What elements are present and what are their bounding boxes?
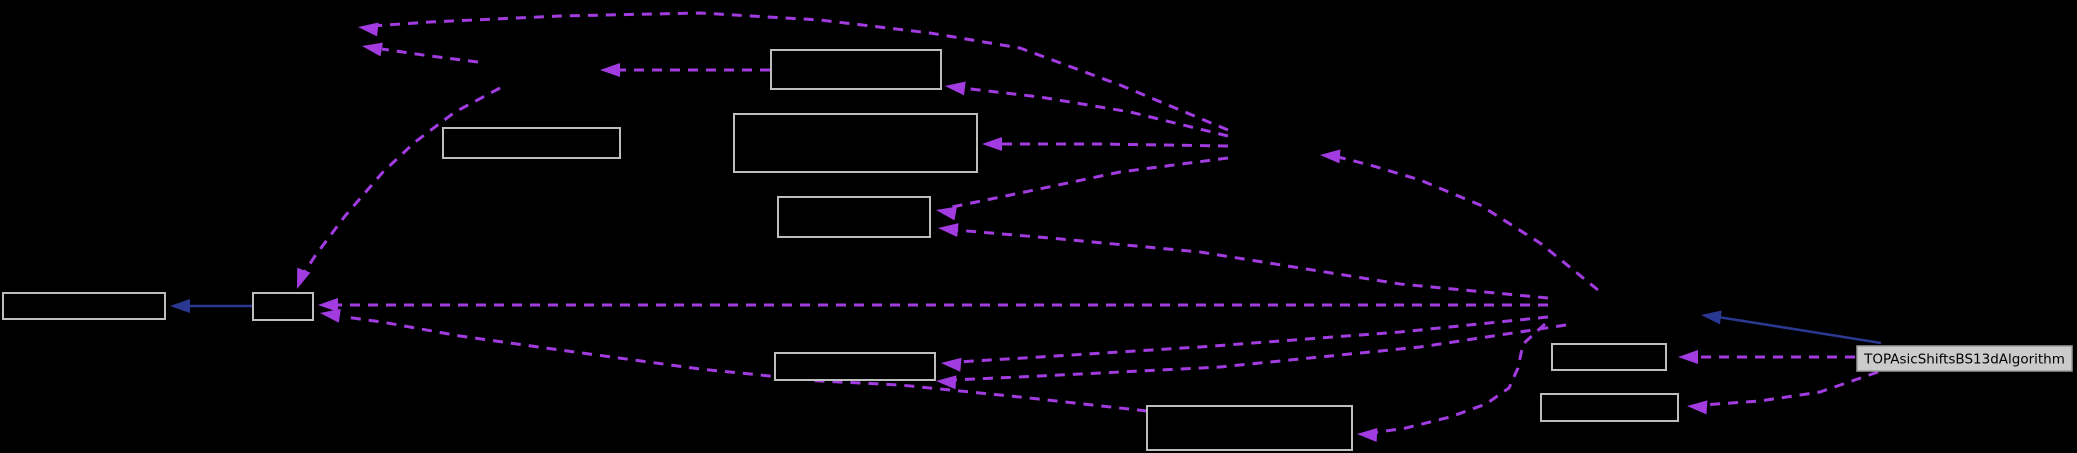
arrowhead-icon: [1357, 428, 1378, 443]
edge-hidden-b-to-n4: [938, 223, 1549, 300]
class-node-bottom-center[interactable]: [1146, 405, 1353, 451]
class-node-small-left[interactable]: [252, 292, 314, 321]
arrowhead-icon: [170, 299, 190, 313]
edge-hidden-b-to-hidden-a: [1320, 149, 1599, 292]
edge-n6-to-n5: [170, 299, 252, 313]
edge-n8-to-n6: [320, 308, 1148, 413]
edge-hidden-a-to-n1: [945, 81, 1229, 138]
edge-hidden-b-to-n7: [936, 323, 1567, 390]
class-node-lower-center[interactable]: [774, 352, 936, 381]
edge-hidden-d-to-hidden-c: [362, 42, 479, 64]
arrowhead-icon: [982, 137, 1002, 151]
arrowhead-icon: [1678, 350, 1698, 364]
class-node-center-large[interactable]: [733, 113, 978, 173]
arrowhead-icon: [600, 63, 620, 77]
arrowhead-icon: [362, 42, 383, 57]
edge-hidden-b-to-n8: [1357, 322, 1547, 443]
edge-main-to-hidden-b: [1701, 310, 1882, 345]
class-node-center[interactable]: [777, 196, 931, 238]
edge-hidden-b-to-n7: [941, 315, 1549, 372]
edge-main-to-n10: [1687, 370, 1879, 415]
class-node-top[interactable]: [770, 49, 942, 90]
edge-hidden-a-to-n4: [936, 156, 1229, 221]
class-node-right-upper[interactable]: [1551, 343, 1667, 371]
edge-main-to-n9: [1678, 350, 1855, 364]
main-class-label: TOPAsicShiftsBS13dAlgorithm: [1863, 352, 2065, 368]
main-class-node: TOPAsicShiftsBS13dAlgorithm: [1856, 345, 2073, 372]
class-node-left-middle[interactable]: [442, 127, 621, 159]
arrowhead-icon: [1320, 149, 1341, 164]
arrowhead-icon: [941, 357, 962, 372]
edge-n1-to-hidden-d: [600, 63, 770, 77]
arrowhead-icon: [936, 375, 957, 390]
edge-hidden-a-to-hidden-c: [358, 11, 1229, 132]
arrowhead-icon: [358, 22, 379, 37]
arrowhead-icon: [938, 223, 959, 238]
arrowhead-icon: [1687, 400, 1708, 415]
arrowhead-icon: [320, 308, 341, 323]
arrowhead-icon: [1701, 310, 1722, 325]
class-node-far-left[interactable]: [2, 292, 166, 320]
arrowhead-icon: [318, 298, 338, 312]
arrowhead-icon: [936, 206, 957, 221]
class-node-right-lower[interactable]: [1540, 393, 1679, 422]
arrowhead-icon: [945, 81, 966, 96]
edge-hidden-d-to-n6: [297, 86, 501, 289]
edge-hidden-a-to-n3: [982, 137, 1229, 151]
arrowhead-icon: [297, 267, 311, 289]
edge-hidden-b-to-n6: [318, 298, 1548, 312]
